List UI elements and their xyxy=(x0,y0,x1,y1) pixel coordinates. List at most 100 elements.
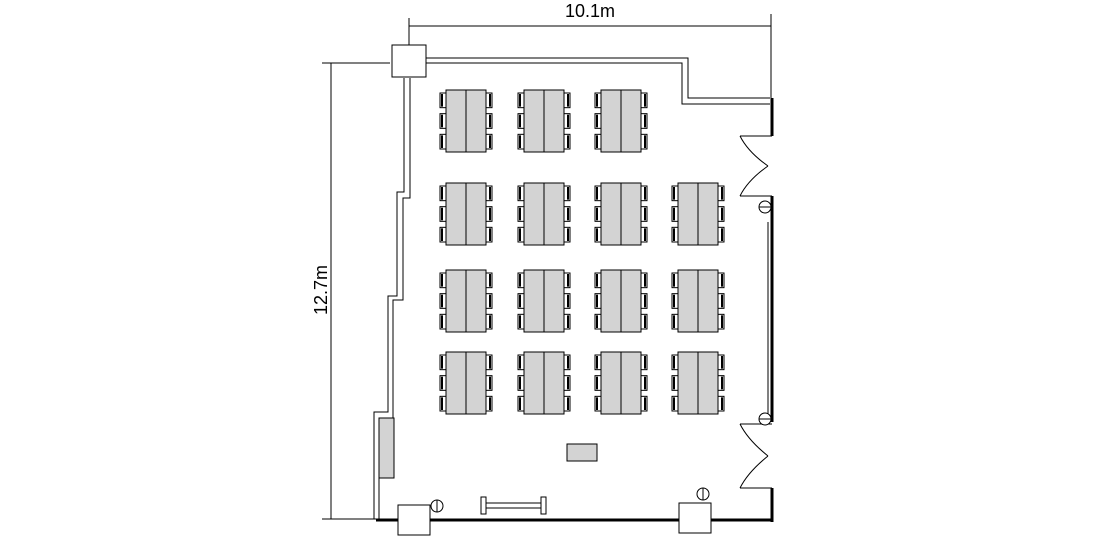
table-group xyxy=(594,351,648,415)
chair-back xyxy=(567,356,569,369)
chair-back xyxy=(596,114,598,128)
door-upper xyxy=(739,135,772,197)
chair-back xyxy=(673,356,675,369)
chair-back xyxy=(519,294,521,308)
width-dimension-label: 10.1m xyxy=(565,1,615,21)
chair-back xyxy=(519,187,521,200)
chair-back xyxy=(596,397,598,410)
chair-back xyxy=(489,228,491,241)
chair-back xyxy=(567,135,569,148)
chair-back xyxy=(596,207,598,221)
chair-back xyxy=(567,397,569,410)
height-dimension-label: 12.7m xyxy=(311,265,331,315)
chair-back xyxy=(519,356,521,369)
table-group xyxy=(671,182,725,246)
table-group xyxy=(439,269,493,333)
chair-back xyxy=(489,207,491,221)
chair-back xyxy=(644,397,646,410)
chair-back xyxy=(441,94,443,107)
outlet-icon xyxy=(430,499,444,513)
chair-back xyxy=(519,207,521,221)
chair-back xyxy=(596,187,598,200)
chair-back xyxy=(673,228,675,241)
chair-back xyxy=(721,274,723,287)
chair-back xyxy=(441,187,443,200)
chair-back xyxy=(519,135,521,148)
column-bottom-left xyxy=(397,504,431,536)
chair-back xyxy=(596,228,598,241)
equipment-rack xyxy=(480,496,547,515)
chair-back xyxy=(519,228,521,241)
chair-back xyxy=(644,356,646,369)
chair-back xyxy=(673,207,675,221)
chair-back xyxy=(441,294,443,308)
chair-back xyxy=(596,315,598,328)
chair-back xyxy=(489,397,491,410)
chair-back xyxy=(721,315,723,328)
table-group xyxy=(594,182,648,246)
chair-back xyxy=(673,187,675,200)
table-group xyxy=(594,89,648,153)
column-top-left xyxy=(391,44,427,78)
door-lower xyxy=(739,423,772,489)
chair-back xyxy=(644,294,646,308)
chair-back xyxy=(721,397,723,410)
chair-back xyxy=(567,274,569,287)
table-group xyxy=(439,89,493,153)
podium xyxy=(566,443,598,462)
chair-back xyxy=(519,397,521,410)
chair-back xyxy=(644,187,646,200)
table-group xyxy=(517,89,571,153)
chair-back xyxy=(489,356,491,369)
chair-back xyxy=(567,294,569,308)
width-dimension xyxy=(408,14,772,98)
chair-back xyxy=(721,356,723,369)
table-group xyxy=(517,351,571,415)
chair-back xyxy=(489,94,491,107)
chair-back xyxy=(441,376,443,390)
chair-back xyxy=(567,376,569,390)
chair-back xyxy=(441,228,443,241)
chair-back xyxy=(721,207,723,221)
chair-back xyxy=(567,207,569,221)
chair-back xyxy=(673,274,675,287)
chair-back xyxy=(644,207,646,221)
chair-back xyxy=(567,94,569,107)
height-dimension xyxy=(322,62,390,520)
chair-back xyxy=(567,114,569,128)
chair-back xyxy=(673,376,675,390)
seating-area xyxy=(439,89,725,415)
chair-back xyxy=(519,94,521,107)
chair-back xyxy=(441,315,443,328)
chair-back xyxy=(489,294,491,308)
column-bottom-right xyxy=(678,502,712,534)
chair-back xyxy=(441,356,443,369)
chair-back xyxy=(489,187,491,200)
chair-back xyxy=(644,274,646,287)
table-group xyxy=(594,269,648,333)
chair-back xyxy=(596,294,598,308)
chair-back xyxy=(441,207,443,221)
chair-back xyxy=(596,94,598,107)
whiteboard xyxy=(378,417,395,479)
chair-back xyxy=(596,135,598,148)
chair-back xyxy=(489,376,491,390)
chair-back xyxy=(567,315,569,328)
chair-back xyxy=(644,94,646,107)
chair-back xyxy=(644,135,646,148)
chair-back xyxy=(596,356,598,369)
chair-back xyxy=(519,114,521,128)
chair-back xyxy=(489,114,491,128)
chair-back xyxy=(673,294,675,308)
table-group xyxy=(517,182,571,246)
outlet-icon xyxy=(758,412,772,426)
chair-back xyxy=(644,376,646,390)
chair-back xyxy=(489,315,491,328)
chair-back xyxy=(441,114,443,128)
chair-back xyxy=(441,274,443,287)
chair-back xyxy=(489,135,491,148)
table-group xyxy=(439,351,493,415)
chair-back xyxy=(644,114,646,128)
table-group xyxy=(517,269,571,333)
chair-back xyxy=(567,187,569,200)
